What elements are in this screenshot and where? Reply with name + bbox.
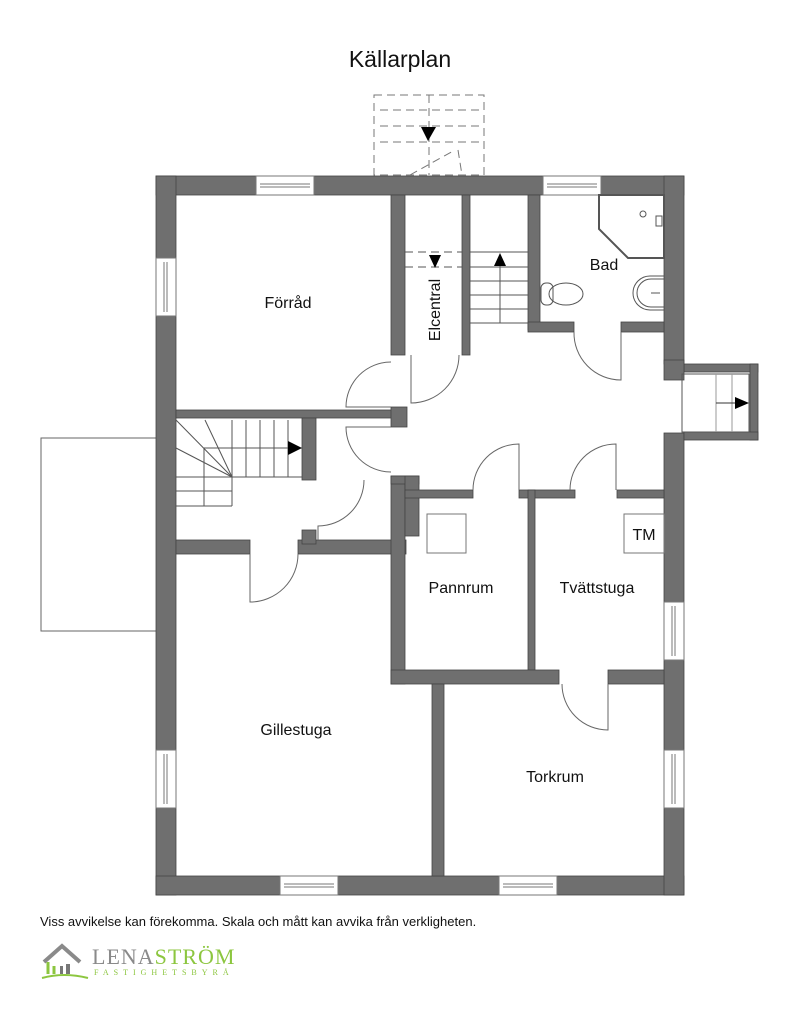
company-logo: LENASTRÖM FASTIGHETSBYRÅ [40, 940, 260, 984]
winding-stair [175, 419, 302, 507]
floor-plan: TM Förråd Elcentral Bad Pannrum Tvättstu… [40, 94, 759, 896]
room-label-forrad: Förråd [264, 294, 311, 312]
brand-name-part1: LENA [92, 944, 155, 969]
washing-machine-label: TM [632, 527, 655, 544]
room-label-pannrum: Pannrum [429, 580, 494, 597]
stair-arrow-up-icon [494, 253, 506, 266]
sink [632, 275, 664, 311]
exterior-stair [373, 94, 485, 176]
room-label-elcentral: Elcentral [427, 279, 444, 341]
doors [249, 331, 622, 731]
room-label-tvattstuga: Tvättstuga [560, 580, 635, 597]
patio [40, 437, 158, 632]
boiler [426, 513, 467, 554]
shower [598, 194, 665, 259]
disclaimer-text: Viss avvikelse kan förekomma. Skala och … [40, 914, 477, 929]
windows [155, 175, 685, 896]
brand-name: LENASTRÖM [92, 944, 235, 970]
brand-name-part2: STRÖM [154, 944, 236, 969]
stair-arrow-down-icon [421, 127, 436, 141]
room-label-bad: Bad [590, 257, 618, 274]
washing-machine [623, 513, 665, 554]
main-stair [405, 251, 528, 324]
brand-subtitle: FASTIGHETSBYRÅ [94, 968, 234, 977]
stair-arrow-right-icon [288, 441, 302, 455]
stair-arrow-down-icon [429, 255, 441, 268]
walls [155, 175, 759, 896]
stair-arrow-right-icon [735, 397, 749, 409]
room-label-gillestuga: Gillestuga [260, 722, 331, 739]
toilet [540, 282, 584, 306]
house-logo-icon [41, 943, 89, 979]
room-label-torkrum: Torkrum [526, 769, 584, 786]
page-title: Källarplan [348, 46, 452, 72]
